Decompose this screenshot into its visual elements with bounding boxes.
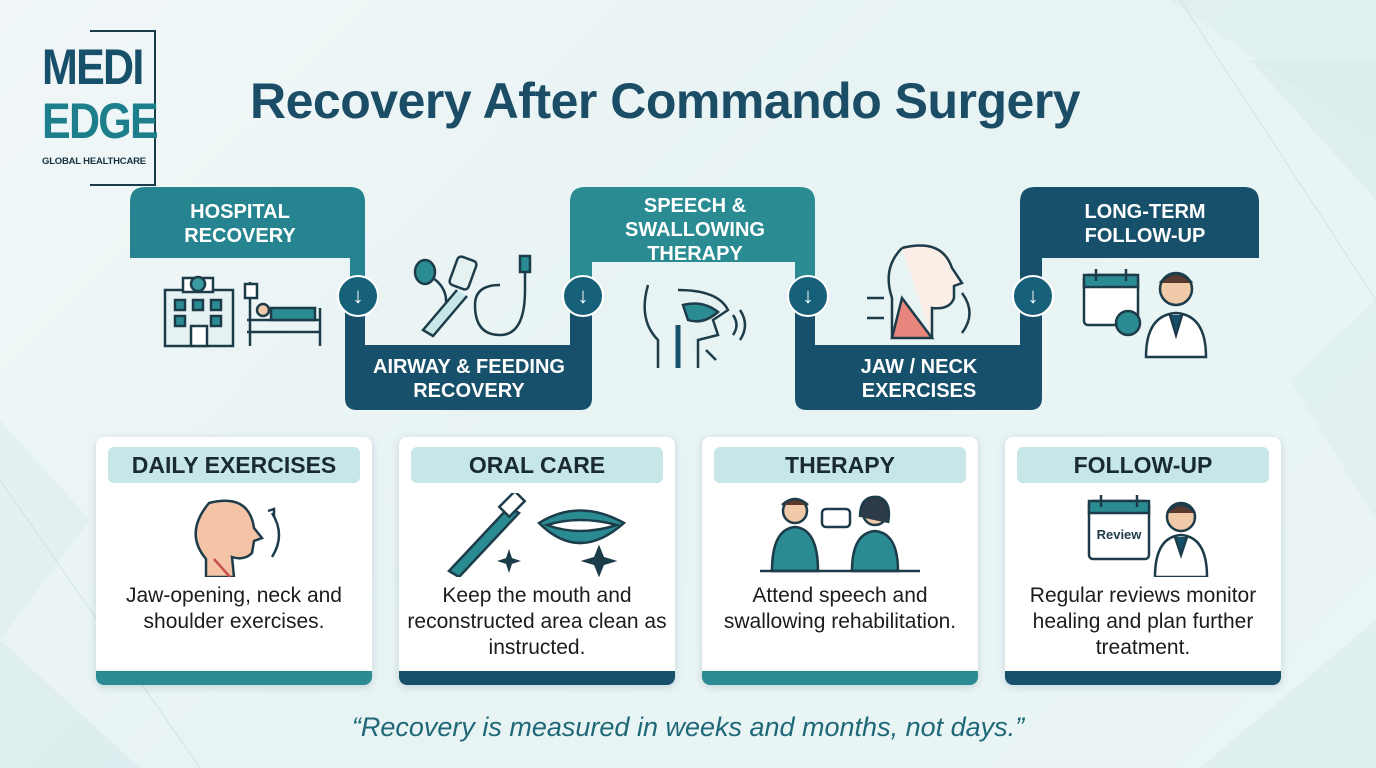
arrow-down-icon: ↓ <box>1012 275 1054 317</box>
arrow-down-icon: ↓ <box>787 275 829 317</box>
step-box-speech <box>570 187 815 300</box>
card-therapy: THERAPY Attend speech and swallowing reh… <box>702 437 978 685</box>
logo-bracket <box>90 30 156 186</box>
card-accent-bar <box>399 671 675 685</box>
tracheostomy-tube-icon <box>413 254 532 338</box>
card-text: Keep the mouth and reconstructed area cl… <box>407 584 667 659</box>
logo-subtitle: GLOBAL HEALTHCARE <box>42 156 146 167</box>
review-calendar-doctor-icon: Review <box>1087 495 1209 577</box>
card-title: FOLLOW-UP <box>1017 447 1269 483</box>
card-title: ORAL CARE <box>411 447 663 483</box>
card-text: Regular reviews monitor healing and plan… <box>1029 584 1257 659</box>
card-daily-exercises: DAILY EXERCISES Jaw-opening, neck and sh… <box>96 437 372 685</box>
calendar-review-label: Review <box>1097 527 1143 542</box>
step-label-hospital: HOSPITAL RECOVERY <box>184 201 296 247</box>
step-box-followup <box>1020 187 1259 300</box>
step-label-jaw: JAW / NECK EXERCISES <box>860 356 978 402</box>
step-label-airway: AIRWAY & FEEDING RECOVERY <box>373 356 565 402</box>
card-accent-bar <box>1005 671 1281 685</box>
footer-quote: “Recovery is measured in weeks and month… <box>351 712 1025 742</box>
card-accent-bar <box>96 671 372 685</box>
neck-muscles-icon <box>867 244 971 340</box>
card-follow-up: FOLLOW-UP Review Regular reviews monitor… <box>1005 437 1281 685</box>
card-text: Attend speech and swallowing rehabilitat… <box>723 584 957 633</box>
logo-line-1: MEDI <box>42 39 144 95</box>
throat-anatomy-icon <box>643 284 747 368</box>
logo-line-2: EDGE <box>42 93 159 149</box>
arrow-down-icon: ↓ <box>562 275 604 317</box>
card-text: Jaw-opening, neck and shoulder exercises… <box>126 584 342 633</box>
step-box-airway <box>345 300 592 410</box>
toothbrush-mouth-icon <box>447 493 627 577</box>
recovery-flow-path <box>130 187 1259 410</box>
card-oral-care: ORAL CARE Keep the mouth and reconstruct… <box>399 437 675 685</box>
step-box-hospital <box>130 187 365 300</box>
card-title: DAILY EXERCISES <box>108 447 360 483</box>
therapy-conversation-icon <box>760 495 920 573</box>
card-title: THERAPY <box>714 447 966 483</box>
step-box-jaw <box>795 300 1042 410</box>
hospital-bed-icon <box>163 275 322 348</box>
card-accent-bar <box>702 671 978 685</box>
head-rotation-icon <box>194 499 281 577</box>
step-label-followup: LONG-TERM FOLLOW-UP <box>1084 201 1206 247</box>
calendar-doctor-icon <box>1082 269 1208 359</box>
page-title: Recovery After Commando Surgery <box>250 73 1081 129</box>
step-label-speech: SPEECH & SWALLOWING THERAPY <box>625 195 765 265</box>
arrow-down-icon: ↓ <box>337 275 379 317</box>
